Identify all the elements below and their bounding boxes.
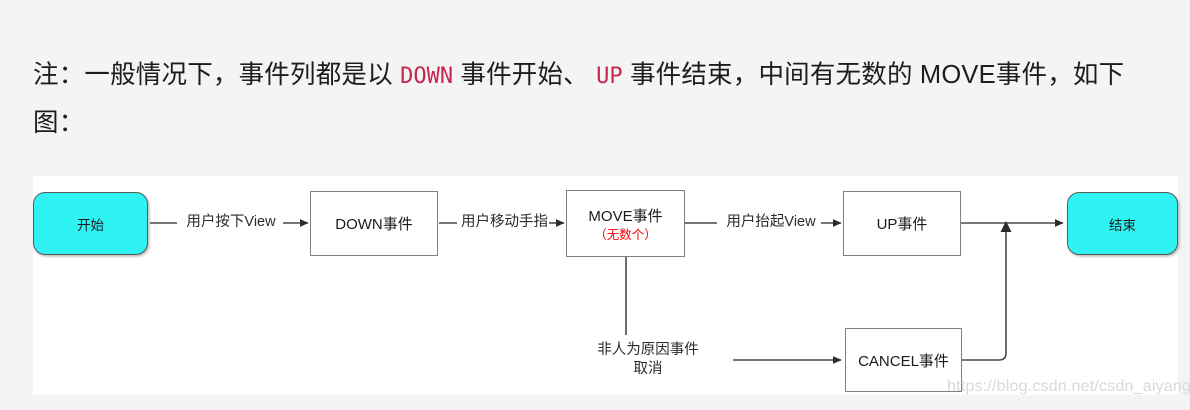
edge-label-move-finger: 用户移动手指 <box>457 213 552 232</box>
node-up-event-label: UP事件 <box>876 216 928 233</box>
down-code-token: DOWN <box>400 63 454 89</box>
node-start[interactable]: 开始 <box>33 192 148 255</box>
intro-text-part3: 事件结束，中间有无数的 MOVE事件，如下图： <box>33 60 1125 137</box>
intro-text-part2: 事件开始、 <box>453 60 597 89</box>
node-end[interactable]: 结束 <box>1067 192 1178 255</box>
up-code-token: UP <box>596 63 623 89</box>
edge-label-press-view-text: 用户按下View <box>186 214 276 230</box>
node-cancel-event[interactable]: CANCEL事件 <box>845 328 962 392</box>
node-move-event-sublabel: （无数个） <box>594 227 657 242</box>
edge-label-lift-view-text: 用户抬起View <box>726 214 816 230</box>
edge-label-move-finger-text: 用户移动手指 <box>461 214 548 230</box>
node-up-event[interactable]: UP事件 <box>843 191 961 256</box>
intro-paragraph: 注：一般情况下，事件列都是以 DOWN 事件开始、 UP 事件结束，中间有无数的… <box>33 52 1153 146</box>
watermark: https://blog.csdn.net/csdn_aiyang <box>947 378 1190 395</box>
merge-arrowhead-icon <box>1000 221 1012 232</box>
node-move-event[interactable]: MOVE事件 （无数个） <box>566 190 685 257</box>
node-down-event-label: DOWN事件 <box>335 216 413 233</box>
edge-label-nonhuman-cancel: 非人为原因事件 取消 <box>573 341 723 379</box>
intro-text-part1: 注：一般情况下，事件列都是以 <box>33 60 401 89</box>
node-down-event[interactable]: DOWN事件 <box>310 191 438 256</box>
node-start-label: 开始 <box>77 217 104 233</box>
node-move-event-label: MOVE事件 <box>588 207 663 225</box>
edge-label-nonhuman-cancel-line1: 非人为原因事件 <box>597 342 699 358</box>
flowchart-panel: 开始 DOWN事件 MOVE事件 （无数个） UP事件 结束 CANCEL事件 … <box>33 176 1178 395</box>
edge-cancel-to-end <box>962 231 1007 361</box>
edge-label-press-view: 用户按下View <box>181 213 281 232</box>
edge-label-nonhuman-cancel-line2: 取消 <box>633 361 663 377</box>
edge-label-lift-view: 用户抬起View <box>721 213 821 232</box>
node-end-label: 结束 <box>1109 217 1136 233</box>
node-cancel-event-label: CANCEL事件 <box>858 352 949 370</box>
flowchart-connectors <box>150 219 1064 364</box>
